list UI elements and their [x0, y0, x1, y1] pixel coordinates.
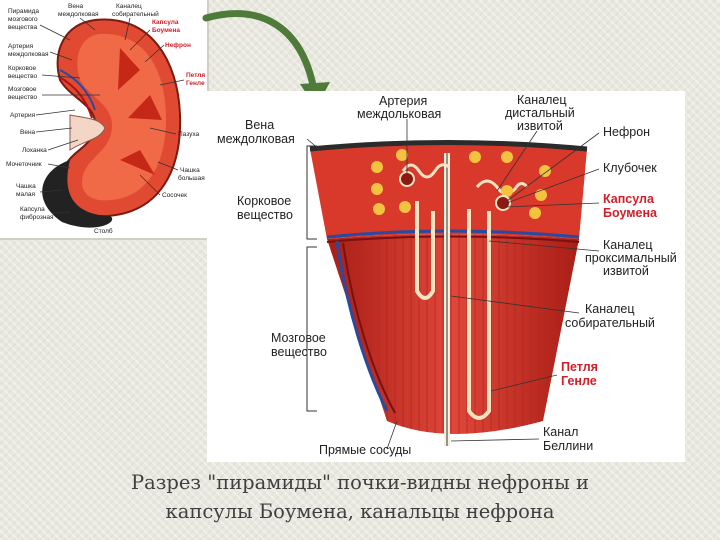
label-bellini-duct: Канал	[543, 425, 578, 439]
kidney-label-bowman: Капсула	[152, 19, 179, 26]
kidney-pyramid	[120, 150, 155, 175]
interlobar-artery	[342, 242, 396, 414]
slide-caption: Разрез "пирамиды" почки-видны нефроны и …	[0, 468, 720, 526]
label-interlobar-artery-line2: междольковая	[357, 107, 441, 121]
kidney-label-nephron: Нефрон	[165, 42, 191, 49]
pyramid-section-diagram: Вена междолковая Артерия междольковая Ка…	[217, 93, 677, 457]
label-henle-loop: Петля	[561, 360, 598, 374]
interlobar-vein	[335, 240, 389, 412]
kidney-label-sinus: Пазуха	[178, 131, 200, 138]
kidney-label-capsule: Капсула	[20, 206, 45, 213]
kidney-label-vein-main: Вена	[20, 129, 36, 136]
label-cortex-line2: вещество	[237, 208, 293, 222]
kidney-label-pelvis: Лоханка	[22, 147, 47, 154]
label-vasa-recta: Прямые сосуды	[319, 443, 411, 457]
label-interlobar-artery: Артерия	[379, 94, 427, 108]
kidney-label-cortex: Корковое	[8, 65, 37, 72]
kidney-label-pyramid-line3: вещества	[8, 24, 37, 31]
label-bowman-capsule-line2: Боумена	[603, 206, 658, 220]
henle-loop-short	[415, 201, 435, 300]
kidney-vein	[59, 69, 96, 111]
kidney-label-vein: Вена	[68, 3, 84, 10]
label-bowman-capsule: Капсула	[603, 192, 655, 206]
kidney-label-medulla: Мозговое	[8, 86, 37, 93]
caption-line-1: Разрез "пирамиды" почки-видны нефроны и	[130, 471, 589, 494]
label-collecting-duct-line2: собирательный	[565, 316, 655, 330]
kidney-pelvis	[69, 114, 106, 151]
section-leader-lines	[306, 119, 600, 450]
kidney-label-medulla-line2: вещество	[8, 94, 37, 101]
label-distal-tubule-line3: извитой	[517, 119, 563, 133]
label-cortex: Корковое	[237, 194, 291, 208]
cortex-bracket	[306, 145, 317, 240]
caption-line-2: капсулы Боумена, канальцы нефрона	[165, 500, 555, 523]
henle-loop-long	[467, 209, 491, 420]
kidney-label-tubule-line2: собирательный	[112, 10, 159, 18]
kidney-label-capsule-line2: фиброзная	[20, 213, 54, 221]
kidney-label-henle: Петля	[186, 72, 205, 79]
kidney-label-cortex-line2: вещество	[8, 73, 37, 80]
kidney-cross-section: Пирамида мозгового вещества Вена междолк…	[6, 3, 205, 235]
capsule-edge	[309, 140, 588, 152]
kidney-label-artery: Артерия	[10, 112, 36, 119]
kidney-label-pyramid-line2: мозгового	[8, 16, 38, 23]
label-interlobar-vein-line2: междолковая	[217, 132, 295, 146]
kidney-label-henle-line2: Генле	[186, 80, 205, 87]
kidney-label-vein-line2: междолковая	[58, 11, 99, 18]
kidney-label-ureter: Мочеточник	[6, 161, 42, 168]
label-medulla: Мозговое	[271, 331, 326, 345]
medulla-bracket	[306, 246, 317, 412]
label-henle-loop-line2: Генле	[561, 374, 597, 388]
kidney-label-tubule: Каналец	[116, 3, 142, 10]
kidney-label-papilla: Сосочек	[162, 192, 187, 199]
label-nephron: Нефрон	[603, 125, 650, 139]
kidney-label-major-calyx: Чашка	[180, 167, 200, 174]
kidney-ureter	[42, 160, 113, 228]
label-distal-tubule: Каналец	[517, 93, 567, 107]
label-glomerulus: Клубочек	[603, 161, 657, 175]
kidney-label-artery-inter: Артерия	[8, 43, 34, 50]
kidney-label-pyramid: Пирамида	[8, 8, 39, 15]
glomeruli	[371, 149, 551, 219]
label-proximal-tubule: Каналец	[603, 238, 653, 252]
kidney-pyramid	[118, 48, 140, 90]
label-interlobar-vein: Вена	[245, 118, 274, 132]
kidney-label-major-calyx-line2: большая	[178, 174, 205, 182]
label-proximal-tubule-line3: извитой	[603, 264, 649, 278]
label-bellini-duct-line2: Беллини	[543, 439, 593, 453]
label-proximal-tubule-line2: проксимальный	[585, 251, 677, 265]
label-collecting-duct: Каналец	[585, 302, 635, 316]
kidney-label-minor-calyx-line2: малая	[16, 191, 35, 198]
label-medulla-line2: вещество	[271, 345, 327, 359]
kidney-label-minor-calyx: Чашка	[16, 183, 36, 190]
kidney-label-bowman-line2: Боумена	[152, 27, 180, 34]
distal-convoluted-tubule	[401, 163, 450, 179]
kidney-diagram-panel: Пирамида мозгового вещества Вена междолк…	[0, 0, 209, 240]
kidney-label-column: Столб	[94, 227, 113, 235]
kidney-label-artery-inter-line2: междолковая	[8, 51, 49, 58]
kidney-pyramid	[128, 95, 162, 120]
pyramid-section-panel: Вена междолковая Артерия междольковая Ка…	[207, 91, 685, 462]
label-distal-tubule-line2: дистальный	[505, 106, 575, 120]
kidney-leader-lines	[35, 17, 185, 214]
